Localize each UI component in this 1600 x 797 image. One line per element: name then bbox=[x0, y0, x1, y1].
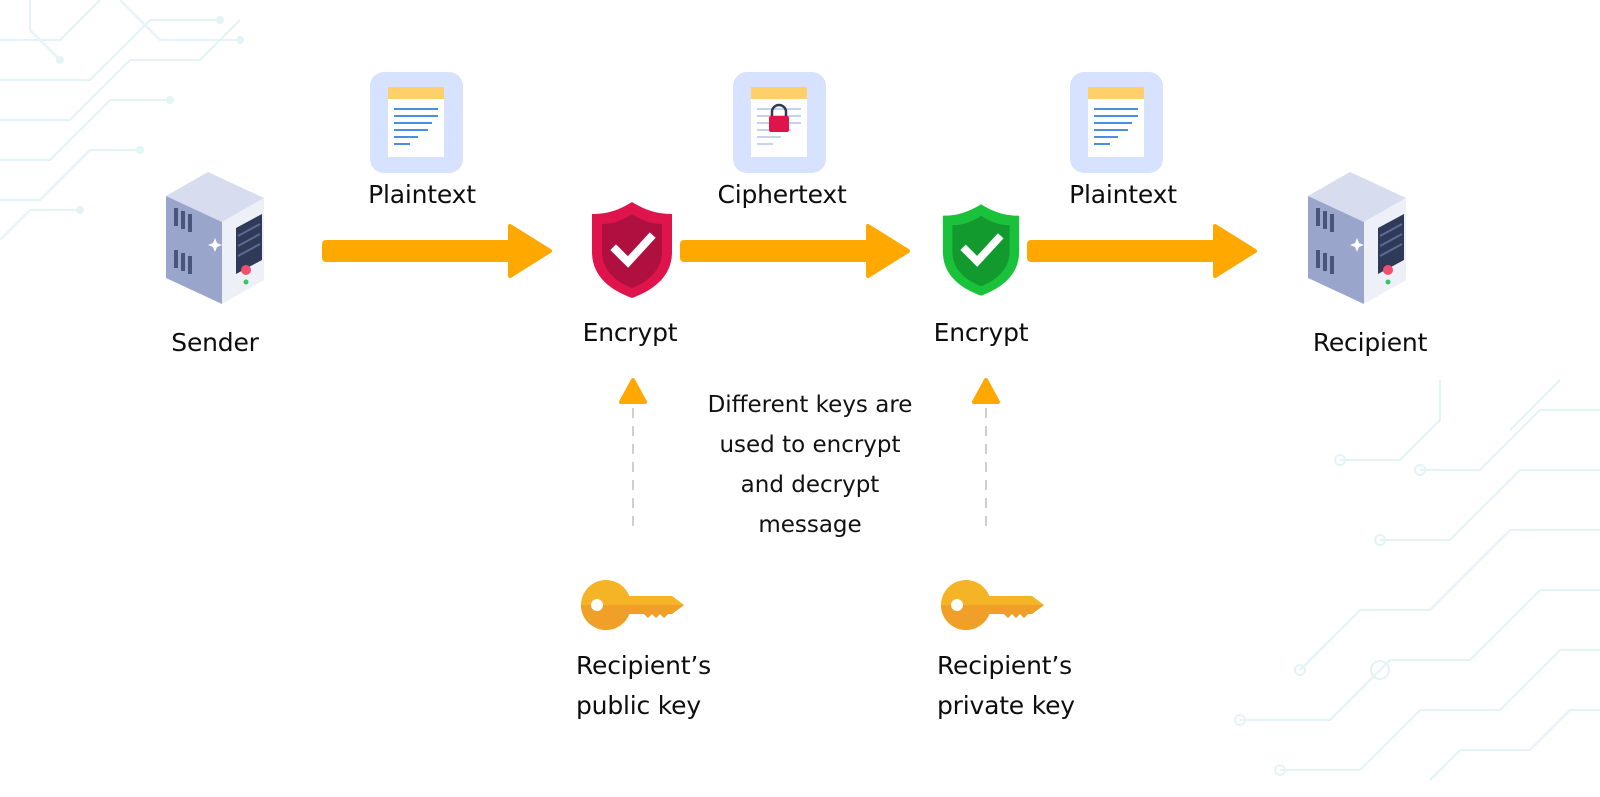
public-key-label-line2: public key bbox=[576, 691, 701, 720]
note-line: and decrypt bbox=[740, 472, 880, 498]
sender-server-icon bbox=[166, 172, 264, 304]
private-key-arrow bbox=[972, 378, 1000, 534]
public-key-arrow bbox=[619, 378, 647, 534]
public-key-icon bbox=[581, 580, 684, 630]
keys-note: Different keys are used to encrypt and d… bbox=[690, 385, 930, 545]
encrypt-label-2: Encrypt bbox=[933, 318, 1029, 347]
arrow-encrypt-to-decrypt bbox=[680, 224, 910, 278]
note-line: used to encrypt bbox=[719, 432, 901, 458]
recipient-server-icon bbox=[1308, 172, 1406, 304]
document-icon bbox=[388, 87, 444, 157]
recipient-label: Recipient bbox=[1312, 328, 1428, 357]
note-line: message bbox=[758, 512, 862, 538]
locked-document-icon bbox=[751, 87, 807, 157]
circuit-pattern-bottom-right bbox=[1234, 379, 1600, 781]
plaintext-doc-tile bbox=[370, 72, 463, 173]
ciphertext-doc-tile bbox=[733, 72, 826, 173]
arrow-decrypt-to-recipient bbox=[1027, 224, 1257, 278]
document-icon bbox=[1088, 87, 1144, 157]
encrypt-shield-icon bbox=[592, 202, 672, 298]
encrypt-label-1: Encrypt bbox=[582, 318, 678, 347]
private-key-label-line1: Recipient’s bbox=[937, 651, 1072, 680]
plaintext-label-2: Plaintext bbox=[1069, 180, 1177, 209]
public-key-label: Recipient’s public key bbox=[576, 646, 711, 726]
arrow-sender-to-encrypt bbox=[322, 224, 552, 278]
private-key-label: Recipient’s private key bbox=[937, 646, 1075, 726]
private-key-icon bbox=[941, 580, 1044, 630]
decrypt-shield-icon bbox=[942, 204, 1020, 296]
plaintext-doc-tile-2 bbox=[1070, 72, 1163, 173]
ciphertext-label: Ciphertext bbox=[717, 180, 847, 209]
circuit-pattern-top-left bbox=[0, 0, 244, 241]
sender-label: Sender bbox=[171, 328, 259, 357]
public-key-label-line1: Recipient’s bbox=[576, 651, 711, 680]
private-key-label-line2: private key bbox=[937, 691, 1075, 720]
note-line: Different keys are bbox=[707, 392, 913, 418]
plaintext-label-1: Plaintext bbox=[368, 180, 476, 209]
